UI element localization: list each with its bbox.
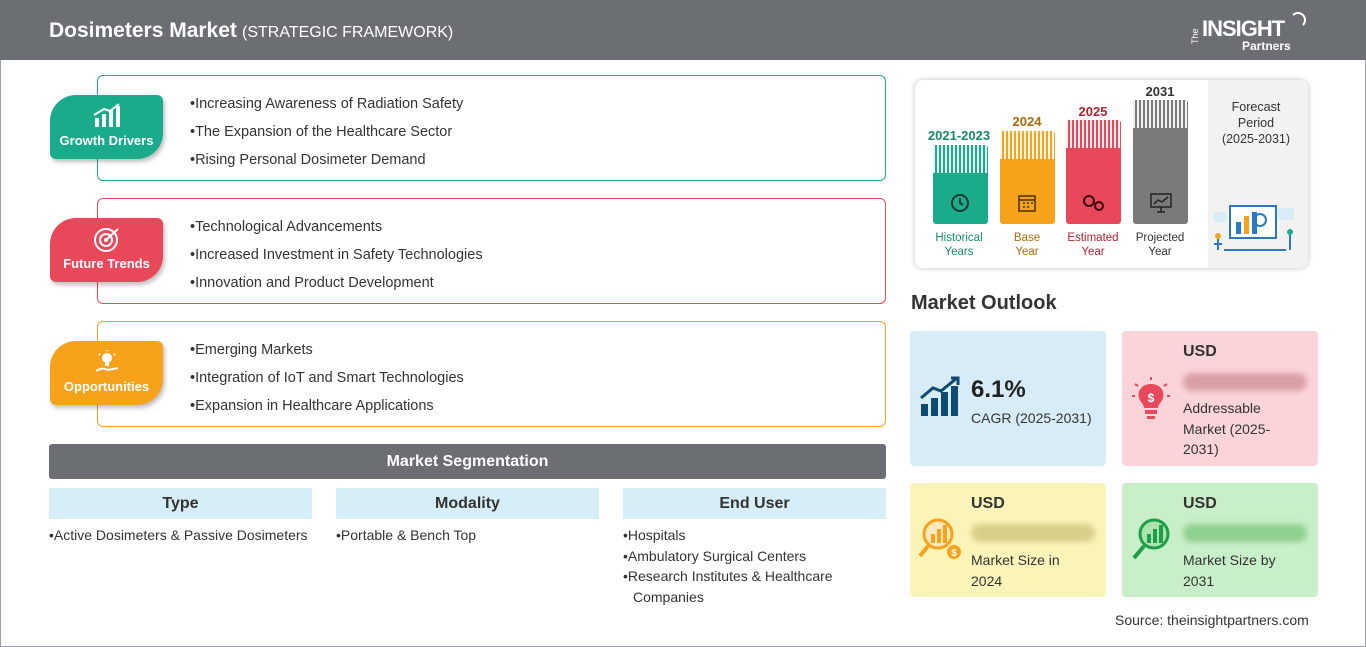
addressable-market-card: $ USD Addressable Market (2025- 2031) <box>1122 331 1318 466</box>
forecast-period-label: Forecast Period (2025-2031) <box>1221 100 1291 146</box>
header-bar: Dosimeters Market (STRATEGIC FRAMEWORK) … <box>0 0 1366 60</box>
list-item: Emerging Markets <box>190 340 464 368</box>
list-item: Increased Investment in Safety Technolog… <box>190 245 483 273</box>
analytics-illustration-icon <box>1214 205 1294 251</box>
history-icon <box>951 194 969 212</box>
list-item: Expansion in Healthcare Applications <box>190 396 464 424</box>
insight-partners-logo[interactable]: The INSIGHT Partners <box>1190 10 1310 54</box>
cagr-value: 6.1% <box>971 376 1026 403</box>
badge-label: Opportunities <box>63 379 150 394</box>
list-item: Portable & Bench Top <box>336 525 599 546</box>
size-2031-usd: USD <box>1183 495 1217 512</box>
list-item: Technological Advancements <box>190 217 483 245</box>
growth-drivers-badge: Growth Drivers <box>50 95 163 159</box>
segment-header-modality: Modality <box>336 488 599 519</box>
future-trends-list: Technological Advancements Increased Inv… <box>190 217 483 301</box>
cagr-card: 6.1% CAGR (2025-2031) <box>910 331 1106 466</box>
market-size-2031-card: USD Market Size by 2031 <box>1122 483 1318 597</box>
opportunities-badge: Opportunities <box>50 341 163 405</box>
bar-year-projected: 2031 <box>1145 84 1175 99</box>
badge-label: Future Trends <box>63 256 150 271</box>
size-2024-usd: USD <box>971 495 1005 512</box>
segmentation-title: Market Segmentation <box>49 444 886 479</box>
segment-list-end-user: Hospitals Ambulatory Surgical Centers Re… <box>623 525 886 607</box>
market-size-2024-card: $ USD Market Size in 2024 <box>910 483 1106 597</box>
logo-arc-icon <box>1290 12 1306 28</box>
segment-header-end-user: End User <box>623 488 886 519</box>
list-item: Integration of IoT and Smart Technologie… <box>190 368 464 396</box>
list-item: Rising Personal Dosimeter Demand <box>190 150 463 178</box>
addressable-usd: USD <box>1183 343 1217 360</box>
future-trends-card: Technological Advancements Increased Inv… <box>97 198 886 304</box>
size-2024-label: Market Size in 2024 <box>971 552 1060 589</box>
opportunities-list: Emerging Markets Integration of IoT and … <box>190 340 464 424</box>
source-text[interactable]: Source: theinsightpartners.com <box>1115 612 1309 628</box>
bar-estimated <box>1066 120 1121 224</box>
size-2031-label: Market Size by 2031 <box>1183 552 1276 589</box>
calendar-icon <box>1018 195 1036 212</box>
opportunities-card: Emerging Markets Integration of IoT and … <box>97 321 886 427</box>
size-2031-blurred-value <box>1183 524 1307 542</box>
addressable-label: Addressable Market (2025- 2031) <box>1183 400 1271 457</box>
segment-list-type: Active Dosimeters & Passive Dosimeters <box>49 525 312 546</box>
bar-year-historical: 2021-2023 <box>927 128 991 143</box>
bar-growth-icon <box>93 103 120 127</box>
presentation-icon <box>1150 193 1172 213</box>
list-item: Active Dosimeters & Passive Dosimeters <box>49 525 312 546</box>
logo-the: The <box>1190 28 1200 44</box>
list-item: Research Institutes & Healthcare Compani… <box>623 566 886 607</box>
addressable-blurred-value <box>1183 373 1307 391</box>
future-trends-badge: Future Trends <box>50 218 163 282</box>
page-title: Dosimeters Market <box>49 19 237 42</box>
growth-drivers-list: Increasing Awareness of Radiation Safety… <box>190 94 463 178</box>
bar-projected <box>1133 100 1188 224</box>
list-item: Ambulatory Surgical Centers <box>623 546 886 567</box>
size-2024-blurred-value <box>971 524 1095 542</box>
svg-text:$: $ <box>1148 391 1155 405</box>
gears-icon <box>1083 195 1104 211</box>
bar-year-base: 2024 <box>1012 114 1042 129</box>
cagr-label: CAGR (2025-2031) <box>971 410 1092 426</box>
magnifier-chart-icon: $ <box>918 518 961 559</box>
logo-insight: INSIGHT <box>1202 16 1285 41</box>
svg-text:$: $ <box>951 548 957 559</box>
list-item: The Expansion of the Healthcare Sector <box>190 122 463 150</box>
magnifier-growth-icon <box>1132 518 1170 560</box>
list-item: Increasing Awareness of Radiation Safety <box>190 94 463 122</box>
bar-year-estimated: 2025 <box>1078 104 1108 119</box>
page-subtitle: (STRATEGIC FRAMEWORK) <box>242 24 454 41</box>
lightbulb-dollar-icon: $ <box>1132 377 1170 419</box>
segment-list-modality: Portable & Bench Top <box>336 525 599 546</box>
list-item: Hospitals <box>623 525 886 546</box>
lightbulb-hand-icon <box>95 350 119 372</box>
list-item: Innovation and Product Development <box>190 273 483 301</box>
segment-header-type: Type <box>49 488 312 519</box>
market-outlook-title: Market Outlook <box>911 292 1057 314</box>
rising-bars-icon <box>920 376 960 416</box>
target-icon <box>94 228 119 252</box>
bar-base <box>1000 131 1055 224</box>
logo-partners: Partners <box>1242 39 1291 53</box>
badge-label: Growth Drivers <box>59 133 154 148</box>
growth-drivers-card: Increasing Awareness of Radiation Safety… <box>97 75 886 181</box>
